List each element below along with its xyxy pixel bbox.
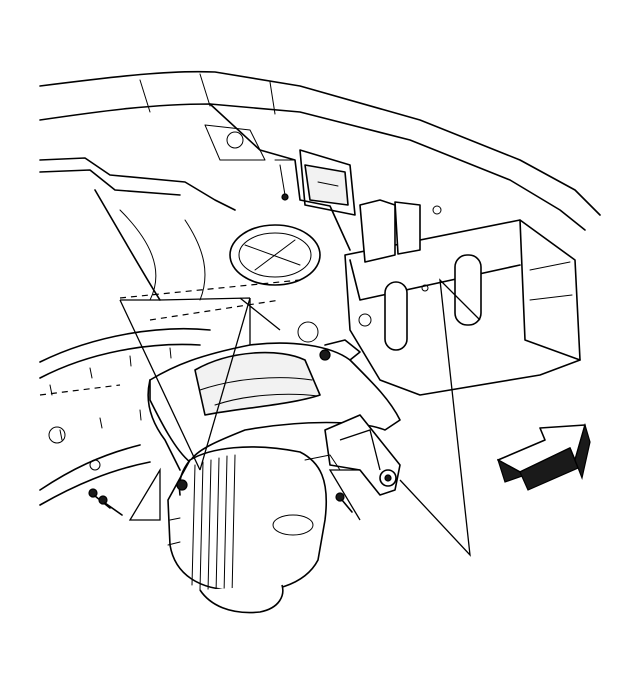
callout-leader-2	[239, 297, 281, 345]
callout-leader-3	[128, 467, 161, 521]
access-hole-cover	[229, 224, 321, 286]
air-resonator-box	[167, 446, 328, 614]
bolt-clip-icon	[176, 479, 188, 491]
wheel-well	[39, 327, 211, 506]
phantom-lines	[39, 279, 301, 396]
forward-direction-arrow	[496, 422, 591, 491]
mounting-bracket	[304, 414, 401, 496]
callout-leaders	[119, 278, 481, 557]
body-stud	[274, 159, 296, 201]
frame-rail	[297, 199, 581, 396]
air-intake-duct	[147, 339, 401, 471]
bolt-left-b-icon	[98, 495, 123, 516]
callout-leader-4	[328, 469, 361, 521]
callout-leader-6	[339, 429, 381, 471]
callout-leader-1	[119, 297, 251, 471]
body-floor-panel	[39, 70, 601, 301]
bolt-center-icon	[335, 492, 353, 513]
fastener-bolts	[88, 479, 353, 516]
callout-leader-5	[399, 278, 481, 557]
